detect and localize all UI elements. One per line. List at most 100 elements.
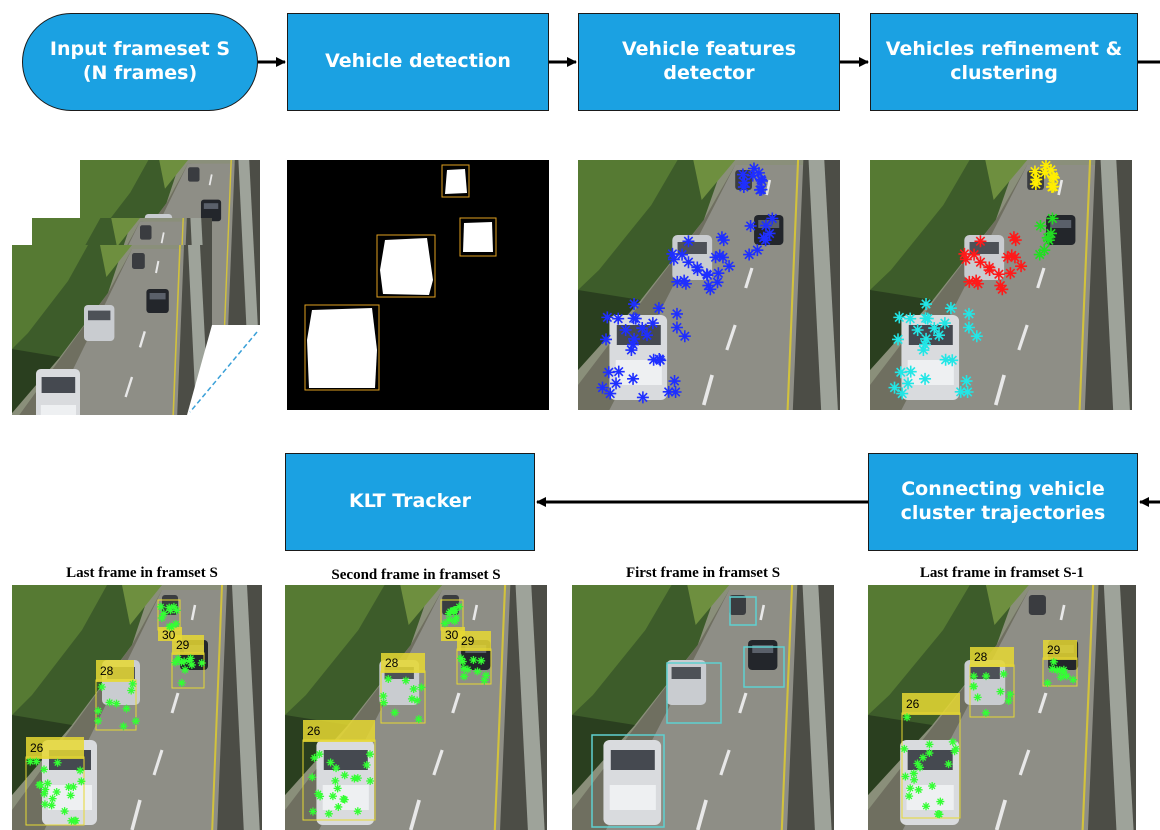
track-label: 26 bbox=[30, 741, 44, 755]
feature-point bbox=[901, 772, 910, 781]
feature-point bbox=[171, 658, 180, 667]
feature-point bbox=[974, 256, 987, 269]
feature-point bbox=[625, 344, 638, 357]
feature-point bbox=[172, 606, 181, 615]
feature-point bbox=[670, 307, 683, 320]
feature-point bbox=[892, 333, 905, 346]
feature-point bbox=[26, 757, 35, 766]
feature-point bbox=[1004, 267, 1017, 280]
feature-point bbox=[928, 322, 941, 335]
feature-point bbox=[709, 251, 722, 264]
feature-point bbox=[676, 248, 689, 261]
feature-point bbox=[308, 807, 317, 816]
detection-mask-image bbox=[287, 160, 549, 410]
feature-point bbox=[753, 183, 766, 196]
last-frame-s-1-image: 26 28 29 bbox=[868, 585, 1136, 830]
feature-point bbox=[94, 716, 103, 725]
last-frame-s-image: 26 28 30 29 bbox=[12, 585, 262, 830]
feature-point bbox=[902, 377, 915, 390]
feature-point bbox=[197, 659, 206, 668]
feature-point bbox=[888, 381, 901, 394]
feature-point bbox=[935, 810, 944, 819]
feature-point bbox=[969, 682, 978, 691]
feature-point bbox=[682, 256, 695, 269]
feature-point bbox=[736, 168, 749, 181]
feature-point bbox=[1052, 666, 1061, 675]
feature-point bbox=[636, 391, 649, 404]
feature-point bbox=[628, 298, 641, 311]
feature-point bbox=[315, 750, 324, 759]
feature-point bbox=[1033, 248, 1046, 261]
feature-point bbox=[919, 372, 932, 385]
feature-point bbox=[181, 665, 190, 674]
feature-point bbox=[959, 253, 972, 266]
cluster-feature-points bbox=[888, 160, 1060, 400]
connecting-trajectories-node: Connecting vehicle cluster trajectories bbox=[868, 453, 1138, 551]
feature-point bbox=[157, 614, 166, 623]
feature-point bbox=[922, 802, 931, 811]
feature-point bbox=[1008, 251, 1021, 264]
feature-point bbox=[996, 687, 1005, 696]
feature-point bbox=[70, 816, 79, 825]
feature-point bbox=[666, 247, 679, 260]
feature-point bbox=[326, 758, 335, 767]
feature-point bbox=[165, 603, 174, 612]
feature-point bbox=[60, 807, 69, 816]
feature-point bbox=[1009, 234, 1022, 247]
track-label: 29 bbox=[461, 634, 475, 648]
input-frameset-node: Input frameset S (N frames) bbox=[22, 13, 258, 111]
feature-point bbox=[915, 763, 924, 772]
feature-point bbox=[939, 353, 952, 366]
feature-point bbox=[641, 329, 654, 342]
feature-point bbox=[414, 715, 423, 724]
feature-point bbox=[717, 234, 730, 247]
feature-point bbox=[958, 247, 971, 260]
feature-point bbox=[48, 794, 57, 803]
feature-point bbox=[973, 693, 982, 702]
feature-point bbox=[652, 302, 665, 315]
feature-point bbox=[452, 613, 461, 622]
feature-point bbox=[47, 801, 56, 810]
feature-point bbox=[1042, 234, 1055, 247]
feature-point bbox=[1069, 675, 1078, 684]
feature-point bbox=[473, 667, 482, 676]
feature-point bbox=[167, 622, 176, 631]
feature-point bbox=[670, 321, 683, 334]
vehicles-refinement-node: Vehicles refinement & clustering bbox=[870, 13, 1138, 111]
feature-point bbox=[909, 769, 918, 778]
feature-point bbox=[743, 248, 756, 261]
feature-point bbox=[159, 609, 168, 618]
track-label: 30 bbox=[445, 628, 459, 642]
feature-point bbox=[1039, 160, 1052, 172]
feature-point bbox=[332, 764, 341, 773]
feature-point bbox=[69, 782, 78, 791]
feature-point bbox=[896, 387, 909, 400]
first-frame-s-image bbox=[572, 585, 834, 830]
feature-point bbox=[1044, 227, 1057, 240]
feature-point bbox=[925, 740, 934, 749]
feature-point bbox=[401, 676, 410, 685]
refinement-clusters-image bbox=[870, 160, 1132, 410]
feature-point bbox=[981, 708, 990, 717]
feature-point bbox=[994, 279, 1007, 292]
feature-point bbox=[1004, 696, 1013, 705]
feature-point bbox=[166, 606, 175, 615]
feature-point bbox=[974, 235, 987, 248]
feature-point bbox=[961, 385, 974, 398]
feature-point bbox=[751, 244, 764, 257]
feature-point bbox=[328, 792, 337, 801]
feature-point bbox=[122, 704, 131, 713]
klt-tracker-node: KLT Tracker bbox=[285, 453, 535, 551]
feature-point bbox=[669, 385, 682, 398]
feature-point bbox=[636, 322, 649, 335]
track-label: 28 bbox=[974, 650, 988, 664]
feature-point bbox=[612, 365, 625, 378]
feature-point bbox=[662, 385, 675, 398]
feature-point bbox=[180, 657, 189, 666]
feature-point bbox=[169, 602, 178, 611]
feature-point bbox=[747, 162, 760, 175]
feature-point bbox=[417, 683, 426, 692]
feature-point bbox=[946, 354, 959, 367]
feature-point bbox=[759, 219, 772, 232]
feature-point bbox=[629, 312, 642, 325]
